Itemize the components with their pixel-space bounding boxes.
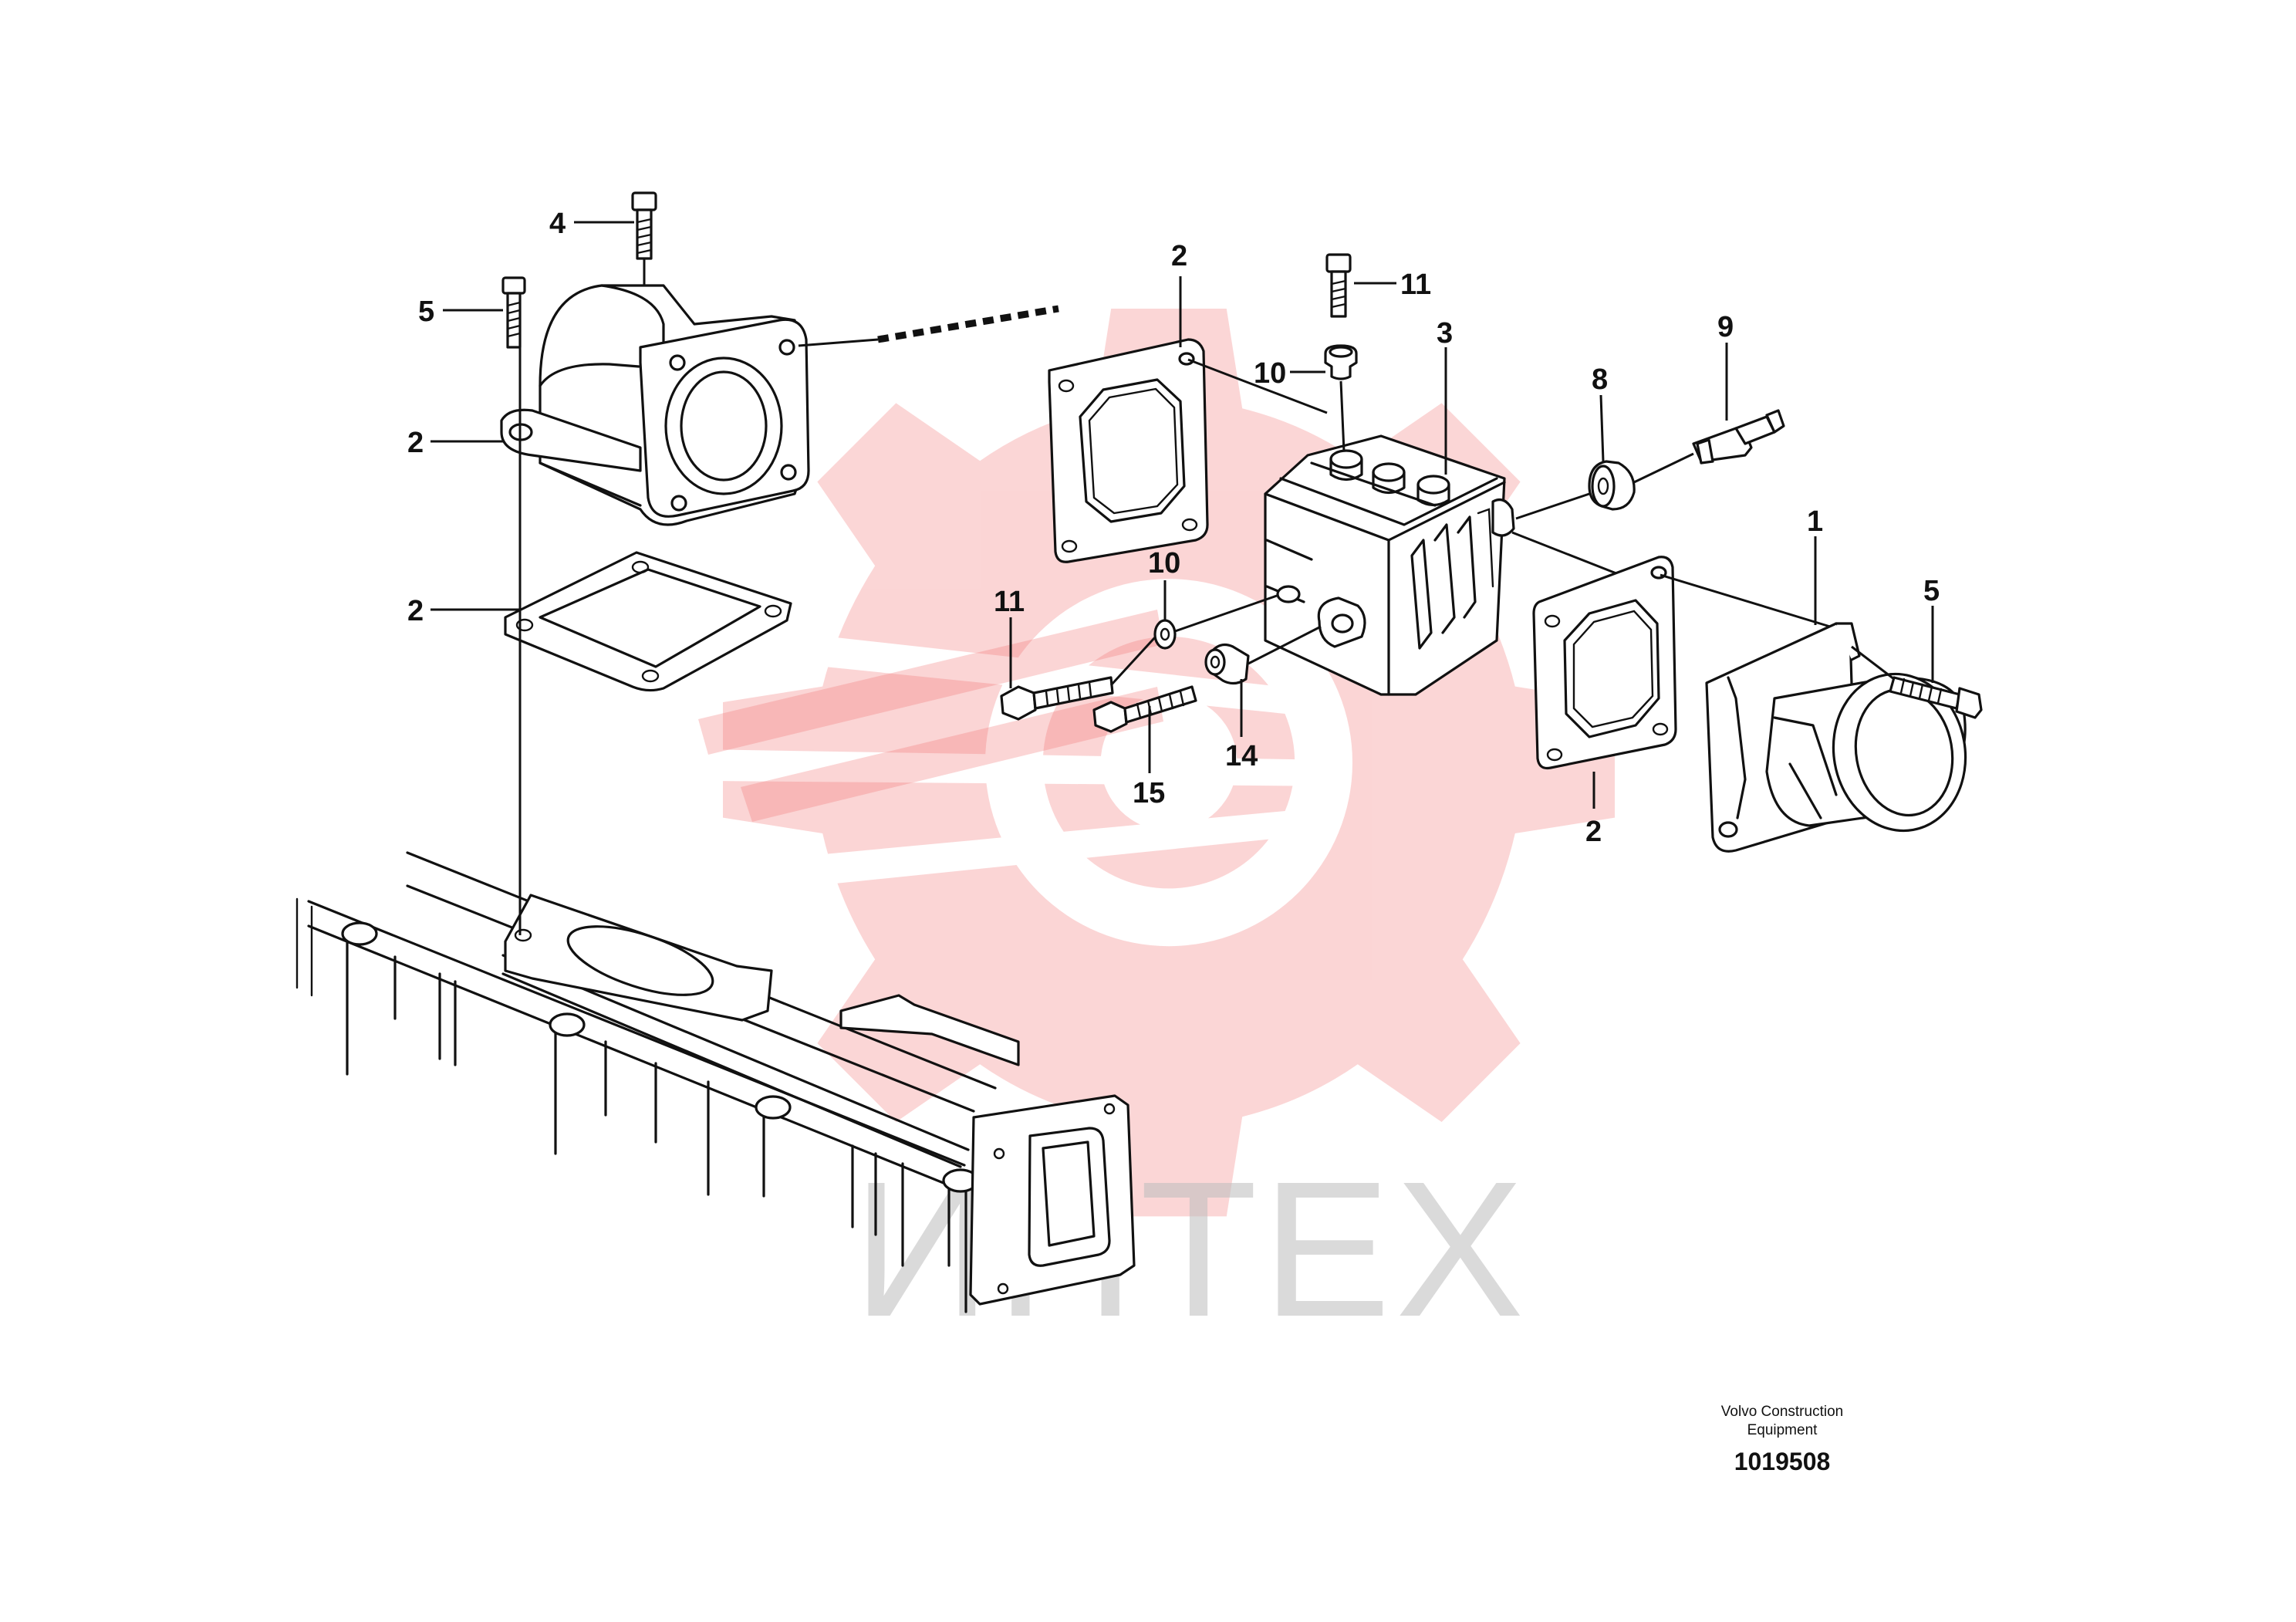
part-gasket-lower-left: [504, 551, 792, 692]
callout-2-left: 2: [407, 595, 424, 627]
brand-line-1: Volvo Construction: [1720, 1404, 1844, 1420]
part-washer-10: [1153, 619, 1177, 650]
callout-6: 4: [549, 208, 566, 240]
callout-5: 5: [1923, 575, 1940, 607]
callout-2-top: 2: [1171, 240, 1187, 272]
callout-1: 1: [1807, 505, 1823, 538]
part-bolt-9: [1692, 409, 1785, 465]
drawing-number: 1019508: [1734, 1448, 1831, 1475]
callout-3: 3: [1437, 317, 1453, 350]
part-bolt-13: [1325, 253, 1352, 318]
part-bolt-11: [1000, 676, 1114, 721]
part-bolt-5: [1889, 676, 1983, 719]
callout-leaders: [430, 221, 1934, 809]
part-gasket-upper-middle: [1048, 338, 1209, 563]
callout-12: 10: [1254, 357, 1286, 390]
callout-14: 14: [1225, 740, 1258, 772]
brand-caption: Volvo Construction Equipment: [1666, 1403, 1898, 1440]
part-intake-elbow: [1705, 622, 1967, 853]
callout-10: 10: [1148, 547, 1180, 580]
callout-13: 11: [1400, 269, 1431, 301]
part-bolt-6: [631, 191, 657, 260]
watermark-stripes: [698, 610, 1163, 822]
callout-4: 2: [407, 427, 424, 459]
part-bolt-15: [1092, 685, 1197, 733]
brand-line-2: Equipment: [1747, 1422, 1818, 1438]
callout-2-right: 2: [1585, 816, 1602, 848]
part-spacer-14: [1204, 644, 1250, 685]
part-spacer-12: [1324, 344, 1358, 380]
callout-9: 9: [1717, 311, 1734, 343]
part-elbow-pipe: [500, 284, 810, 526]
callout-15: 15: [1133, 777, 1165, 809]
engine-manifold-base: [295, 851, 1136, 1313]
part-central-block: [1264, 434, 1515, 696]
part-bolt-7: [501, 276, 526, 349]
callout-8: 8: [1592, 363, 1608, 396]
callout-7: 5: [418, 296, 434, 328]
part-gasket-right: [1532, 556, 1677, 770]
callout-labels: 4 5 2 2 2 11 10 3 9 8 1 5 11 10 15 14 2: [407, 208, 1940, 848]
callout-11: 11: [994, 586, 1025, 618]
part-washer-8: [1588, 460, 1636, 511]
